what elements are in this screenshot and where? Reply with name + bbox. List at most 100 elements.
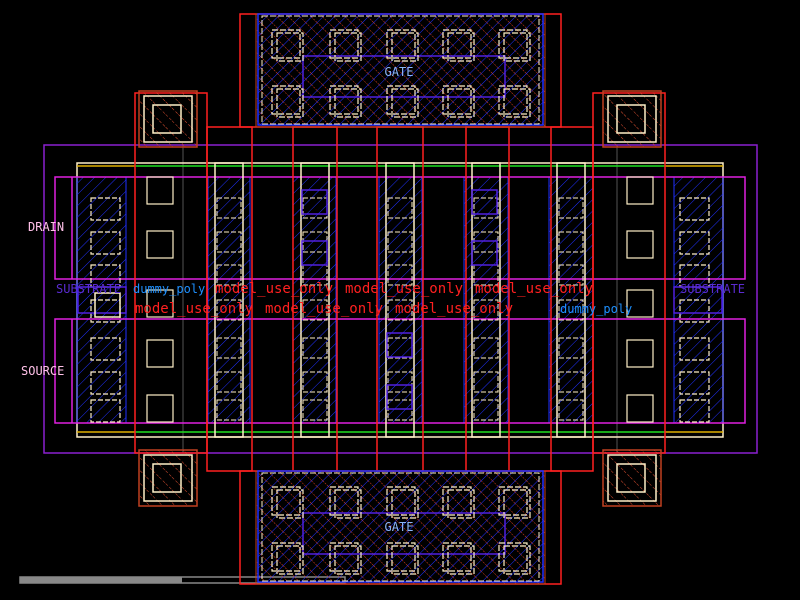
gate-pad-bottom-via-strip (302, 512, 506, 555)
substrate-box-left (94, 292, 121, 318)
contact (90, 371, 121, 395)
contact (558, 197, 584, 219)
gate-contact (503, 545, 531, 575)
gate-contact (503, 32, 531, 62)
model-use-only-label: model_use_only (475, 281, 593, 297)
metal1-strap (146, 230, 174, 259)
metal1-strap (146, 289, 174, 318)
gate-contact (276, 545, 304, 575)
gate-contact (329, 486, 359, 516)
source-pin-label: SOURCE (21, 364, 64, 378)
dummy-poly-left-label: dummy_poly (133, 282, 205, 296)
gate-contact (334, 545, 362, 575)
substrate-contact-metal (143, 95, 193, 143)
scale-bar-fill (20, 577, 182, 583)
gate-contact (391, 32, 419, 62)
substrate-contact-metal (143, 454, 193, 502)
gate-top-label: GATE (385, 65, 414, 79)
contact (558, 299, 584, 321)
gate-contact (386, 29, 416, 59)
contact (473, 231, 499, 253)
gate-contact (271, 486, 301, 516)
contact (90, 337, 121, 361)
contact (473, 197, 499, 219)
gate-contact (498, 29, 528, 59)
metal1-finger (300, 162, 330, 438)
metal1-strap (146, 339, 174, 368)
metal1-strap (626, 394, 654, 423)
contact (558, 264, 584, 286)
substrate-contact (138, 449, 198, 507)
contact (558, 371, 584, 393)
gate-contact (442, 542, 472, 572)
gate-contact (276, 88, 304, 118)
contact (387, 371, 413, 393)
contact (216, 197, 242, 219)
contact (473, 299, 499, 321)
via (301, 240, 328, 266)
gate-contact (329, 542, 359, 572)
substrate-box-left (77, 286, 127, 314)
contact (302, 371, 328, 393)
gate-contact (503, 88, 531, 118)
contact (216, 299, 242, 321)
contact (302, 197, 328, 219)
substrate-contact-metal (607, 95, 657, 143)
substrate-contact (602, 449, 662, 507)
gate-contact (334, 489, 362, 519)
contact (90, 399, 121, 423)
drain-pin-label: DRAIN (28, 220, 64, 234)
contact (387, 337, 413, 359)
substrate-contact-cut (616, 104, 646, 134)
contact (558, 337, 584, 359)
gate-contact (391, 489, 419, 519)
substrate-contact-cut (616, 463, 646, 493)
gate-contact (498, 486, 528, 516)
dummy-poly-right-label: dummy_poly (560, 302, 632, 316)
gate-contact (271, 85, 301, 115)
metal1-strap (146, 176, 174, 205)
model-use-only-label: model_use_only (265, 301, 383, 317)
gate-contact (498, 542, 528, 572)
contact (387, 197, 413, 219)
contact (216, 231, 242, 253)
gate-contact (276, 489, 304, 519)
model-use-only-label: model_use_only (135, 301, 253, 317)
contact (387, 299, 413, 321)
contact (387, 264, 413, 286)
metal1-strap (626, 230, 654, 259)
substrate-left-label: SUBSTRATE (56, 282, 121, 296)
layout-labels: GATE GATE DRAIN SOURCE SUBSTRATE SUBSTRA… (21, 65, 745, 534)
substrate-contact-cut (152, 104, 182, 134)
via (386, 384, 413, 410)
contact (558, 231, 584, 253)
metal1-finger (556, 162, 586, 438)
gate-contact (386, 85, 416, 115)
metal1-strap (626, 289, 654, 318)
contact (216, 399, 242, 421)
contact (387, 399, 413, 421)
contact (302, 399, 328, 421)
gate-contact (447, 88, 475, 118)
contact (679, 231, 710, 255)
gate-contact (447, 489, 475, 519)
gate-contact (442, 486, 472, 516)
contact (302, 337, 328, 359)
contact (679, 299, 710, 323)
via (386, 332, 413, 358)
model-use-only-label: model_use_only (395, 301, 513, 317)
substrate-contact (602, 90, 662, 148)
gate-pad-top-via-strip (302, 55, 506, 98)
contact (302, 231, 328, 253)
contact (216, 371, 242, 393)
gate-contact (386, 486, 416, 516)
contact (90, 197, 121, 221)
substrate-contact-cut (152, 463, 182, 493)
contact (558, 399, 584, 421)
gate-contact (503, 489, 531, 519)
contact (679, 371, 710, 395)
substrate-contact (138, 90, 198, 148)
gate-contact (329, 29, 359, 59)
contact (679, 337, 710, 361)
